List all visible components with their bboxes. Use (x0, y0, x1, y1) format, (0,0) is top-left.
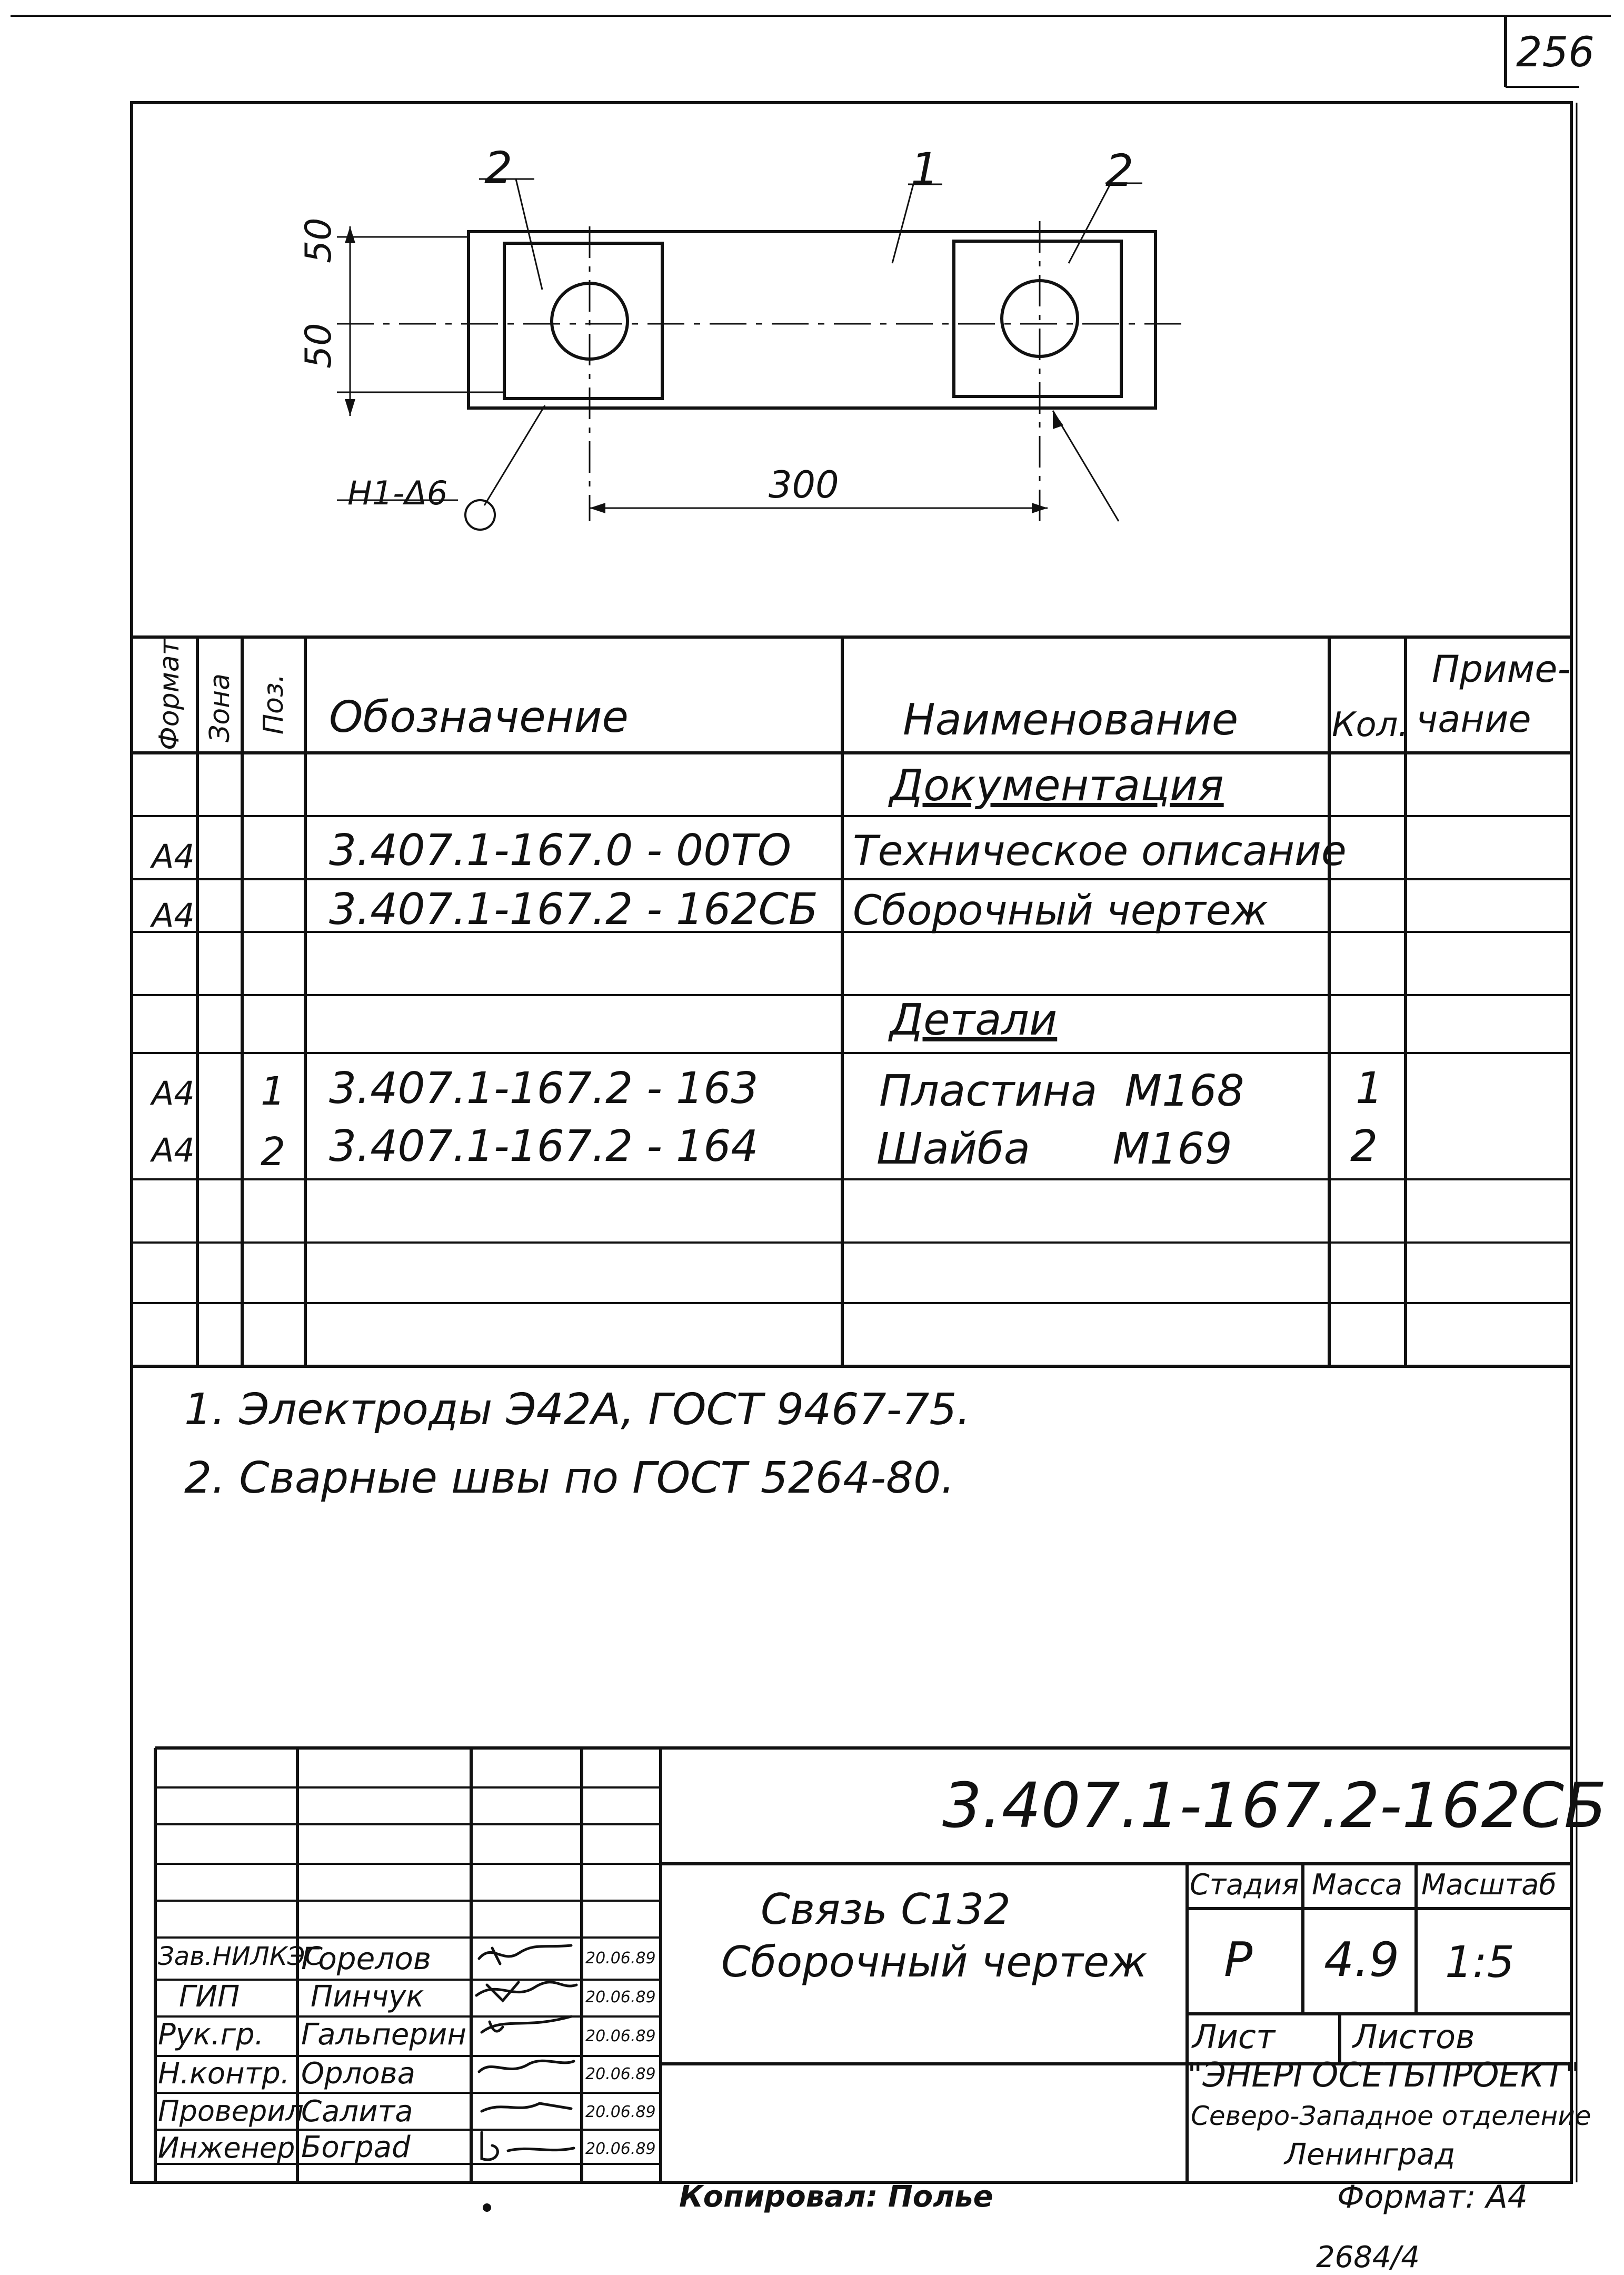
weld-mark: Н1-Δ6 (347, 474, 448, 512)
header-note-line2: чание (1416, 698, 1531, 741)
mass-value: 4.9 (1324, 1932, 1400, 1988)
scale-value: 1:5 (1445, 1938, 1515, 1988)
washer-left (503, 242, 664, 400)
archive-number: 2684/4 (1316, 2240, 1420, 2274)
signer-name: Бограd (301, 2130, 411, 2164)
signer-date: 20.06.89 (585, 1988, 656, 2006)
signer-role: Проверил (158, 2094, 304, 2128)
row-part2-designation: 3.407.1-167.2 - 164 (329, 1121, 759, 1171)
header-designation: Обозначение (329, 692, 629, 742)
header-pos: Поз. (258, 673, 290, 734)
punch-dot (483, 2203, 491, 2212)
row-doc2-designation: 3.407.1-167.2 - 162СБ (329, 885, 819, 935)
dim-300: 300 (769, 463, 839, 506)
header-qty: Кол. (1332, 706, 1409, 744)
callout-2-left: 2 (484, 142, 513, 194)
sheets-label: Листов (1353, 2018, 1475, 2056)
copied-by: Копировал: Полье (679, 2180, 993, 2214)
signer-role: Зав.НИЛКЭС (158, 1942, 323, 1971)
row-part2-name: Шайба М169 (876, 1124, 1232, 1174)
signer-name: Пинчук (311, 1980, 424, 2014)
row-part1-qty: 1 (1356, 1064, 1383, 1114)
header-zone: Зона (204, 673, 236, 742)
washer-right (952, 240, 1123, 398)
row-part2-format: А4 (152, 1131, 195, 1169)
row-part1-pos: 1 (261, 1069, 286, 1114)
plate-outline (467, 230, 1157, 410)
row-doc1-format: А4 (152, 837, 195, 876)
outer-frame (130, 101, 1573, 2184)
signer-role: Инженер (158, 2131, 295, 2164)
assembly-drawing (337, 178, 1190, 531)
signer-date: 20.06.89 (585, 1949, 656, 1968)
signer-name: Гальперин (301, 2018, 466, 2052)
sheet-number: 256 (1516, 29, 1595, 76)
format-label: Формат: А4 (1337, 2179, 1528, 2216)
row-part2-qty: 2 (1350, 1121, 1378, 1171)
header-name: Наименование (903, 695, 1239, 745)
callout-1: 1 (911, 143, 939, 195)
sheet-label: Лист (1192, 2018, 1276, 2056)
dim-50-top: 50 (298, 217, 340, 263)
title-line1: Связь С132 (761, 1885, 1011, 1934)
stage-label: Стадия (1190, 1868, 1299, 1901)
row-doc1-name: Техническое описание (853, 828, 1347, 875)
note-1: 1. Электроды Э42А, ГОСТ 9467-75. (184, 1385, 971, 1435)
signer-role: Н.контр. (158, 2057, 290, 2091)
title-line2: Сборочный чертеж (721, 1938, 1148, 1986)
signer-role: ГИП (179, 1980, 240, 2014)
stage-value: Р (1224, 1932, 1253, 1988)
signer-date: 20.06.89 (585, 2140, 656, 2158)
scale-label: Масштаб (1421, 1868, 1557, 1901)
row-doc1-designation: 3.407.1-167.0 - 00ТО (329, 826, 792, 876)
signer-name: Горелов (301, 1941, 432, 1976)
org-city: Ленинград (1284, 2138, 1456, 2172)
signer-role: Рук.гр. (158, 2018, 264, 2052)
signer-date: 20.06.89 (585, 2103, 656, 2121)
row-part2-pos: 2 (261, 1129, 286, 1175)
note-2: 2. Сварные швы по ГОСТ 5264-80. (184, 1453, 955, 1503)
signer-name: Салита (301, 2094, 413, 2129)
row-doc2-name: Сборочный чертеж (853, 887, 1268, 935)
row-doc2-format: А4 (152, 896, 195, 935)
callout-2-right: 2 (1105, 145, 1134, 196)
row-part1-format: А4 (152, 1074, 195, 1112)
mass-label: Масса (1312, 1868, 1403, 1901)
row-part1-designation: 3.407.1-167.2 - 163 (329, 1064, 759, 1114)
header-format: Формат (154, 639, 185, 750)
org-branch: Северо-Западное отделение (1191, 2101, 1591, 2131)
org-name: "ЭНЕРГОСЕТЬПРОЕКТ" (1187, 2056, 1580, 2095)
signer-name: Орлова (301, 2057, 415, 2091)
signer-date: 20.06.89 (585, 2027, 656, 2045)
doc-code: 3.407.1-167.2-162СБ (942, 1769, 1607, 1842)
signer-date: 20.06.89 (585, 2065, 656, 2083)
dim-50-bottom: 50 (298, 323, 340, 369)
row-part1-name: Пластина М168 (879, 1066, 1244, 1116)
signatures (475, 1944, 578, 2161)
section-documentation: Документация (890, 761, 1224, 811)
section-details: Детали (890, 995, 1058, 1045)
header-note-line1: Приме- (1432, 648, 1571, 691)
